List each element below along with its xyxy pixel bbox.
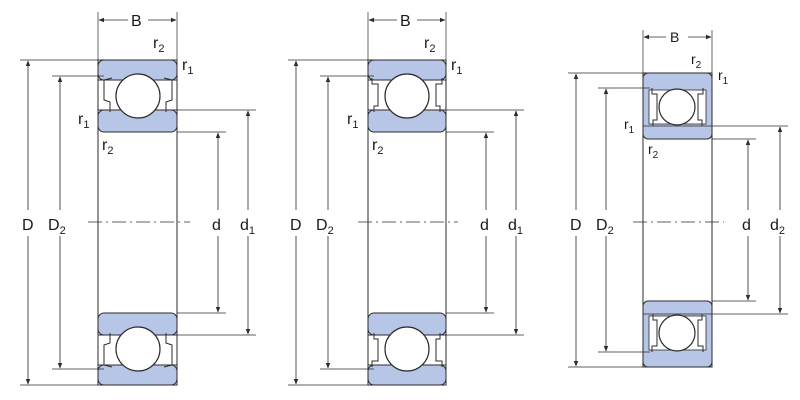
label-D-3: D: [570, 217, 582, 234]
seal-left-bottom: [103, 333, 113, 368]
label-B-2: B: [400, 13, 411, 30]
seal-right-top: [163, 77, 173, 112]
bearing-2-bottom-section: [367, 312, 447, 386]
label-r1-top-3: r1: [718, 67, 729, 87]
label-D-1: D: [22, 217, 34, 234]
label-d-3: d: [742, 217, 751, 234]
bearing-1: B r2 r1 r1 r2 D D2 d d1: [20, 12, 256, 386]
ball-top: [115, 73, 161, 119]
bearing-3-top-section: [642, 72, 713, 140]
shield-right-bottom: [435, 333, 443, 367]
shield-right-top: [697, 88, 704, 126]
shield-left-top: [651, 88, 658, 126]
shield-left-bottom: [371, 333, 379, 367]
label-r2-inner-1: r2: [102, 137, 113, 157]
label-r1-inner-3: r1: [624, 116, 635, 136]
label-r1-top-2: r1: [451, 57, 462, 77]
label-r2-top-2: r2: [424, 35, 435, 55]
label-B-3: B: [670, 29, 679, 45]
bearing-1-bottom-section: [97, 312, 178, 386]
label-r2-top-3: r2: [691, 51, 702, 71]
seal-right-bottom: [163, 333, 173, 368]
bearing-2: B r2 r1 r1 r2 D D2 d d1: [288, 12, 524, 386]
ball-bottom: [658, 314, 696, 352]
label-r1-inner-2: r1: [347, 111, 358, 131]
ball-bottom: [384, 326, 430, 372]
label-r1-top-1: r1: [182, 57, 193, 77]
label-d-2: d: [480, 217, 489, 234]
label-D2-3: D2: [596, 217, 614, 237]
shield-right-bottom: [697, 314, 704, 352]
label-D2-1: D2: [48, 217, 66, 237]
bearing-3-bottom-section: [642, 300, 713, 368]
shield-left-bottom: [651, 314, 658, 352]
bearing-1-top-section: [97, 59, 178, 133]
shield-left-top: [371, 78, 379, 112]
label-d-1: d: [212, 217, 221, 234]
seal-left-top: [103, 77, 113, 112]
bearing-2-top-section: [367, 59, 447, 133]
label-r2-top-1: r2: [153, 35, 164, 55]
label-r2-inner-3: r2: [648, 141, 659, 161]
ball-bottom: [115, 326, 161, 372]
ball-top: [384, 73, 430, 119]
label-D-2: D: [290, 217, 302, 234]
ball-top: [658, 88, 696, 126]
label-r2-inner-2: r2: [372, 137, 383, 157]
label-D2-2: D2: [316, 217, 334, 237]
label-r1-inner-1: r1: [78, 111, 89, 131]
label-d1-1: d1: [240, 217, 255, 237]
shield-right-top: [435, 78, 443, 112]
label-B-1: B: [131, 13, 142, 30]
label-d1-2: d1: [508, 217, 523, 237]
label-d2-3: d2: [770, 217, 785, 237]
bearing-3: B r2 r1 r1 r2 D D2 d d2: [568, 29, 788, 368]
